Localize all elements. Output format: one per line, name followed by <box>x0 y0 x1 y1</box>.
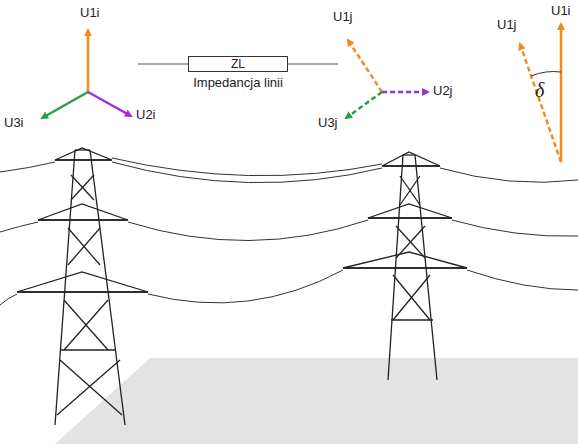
conductors <box>0 158 578 305</box>
phasor-label: U3i <box>4 116 24 129</box>
tower-left <box>17 148 148 425</box>
angle-label: δ <box>535 80 544 100</box>
phasor-label: U1j <box>333 10 353 23</box>
phasor-label: U1i <box>80 6 100 19</box>
impedance-box: ZLImpedancja linii <box>188 56 288 72</box>
impedance-caption: Impedancja linii <box>193 76 283 89</box>
phasor-u3j <box>346 92 382 118</box>
phasor-u1j-shifted <box>520 44 561 162</box>
phasor-label: U1j <box>497 18 517 31</box>
phasor-label: U3j <box>318 116 338 129</box>
phasor-u1i-ref <box>560 24 563 162</box>
phasor-u2j <box>382 91 428 94</box>
ground <box>55 358 578 444</box>
phasor-u1i <box>87 30 90 92</box>
phasor-u3i <box>42 92 88 118</box>
phasor-u2i <box>88 92 131 116</box>
impedance-symbol: ZL <box>189 58 287 70</box>
phasor-label: U2j <box>433 84 453 97</box>
angle-arc <box>531 72 561 77</box>
phasor-u1j <box>348 40 382 92</box>
phasor-label: U1i <box>551 4 571 17</box>
tower-right <box>343 152 467 380</box>
phasor-label: U2i <box>136 108 156 121</box>
